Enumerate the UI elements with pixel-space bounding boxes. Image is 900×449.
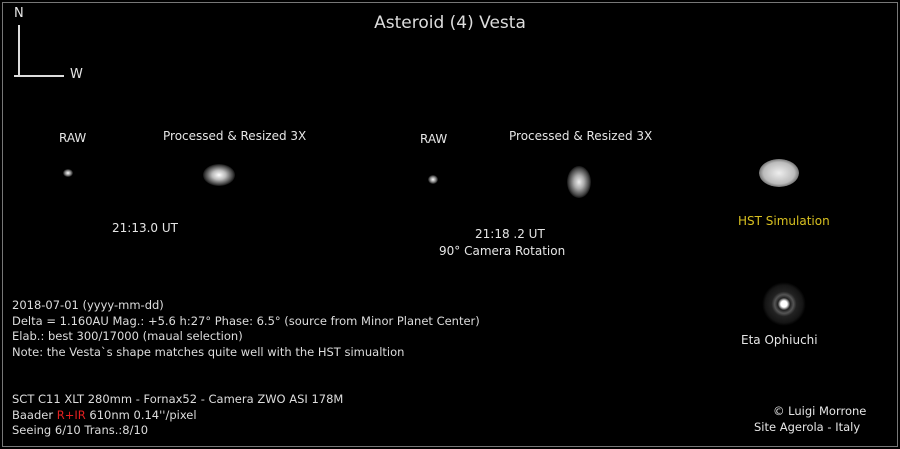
filter-name: R+IR — [56, 407, 86, 422]
star-image — [762, 282, 806, 326]
asteroid-processed-2 — [567, 166, 591, 198]
equipment-conditions: Seeing 6/10 Trans.:8/10 — [12, 423, 149, 437]
raw-label-1: RAW — [59, 131, 87, 145]
processed-label-2: Processed & Resized 3X — [509, 129, 653, 143]
asteroid-raw-2 — [428, 175, 438, 184]
rotation-note: 90° Camera Rotation — [439, 244, 566, 258]
asteroid-raw-1 — [63, 169, 73, 177]
equipment-filter: Baader R+IR 610nm 0.14''/pixel — [12, 407, 197, 422]
star-label: Eta Ophiuchi — [741, 333, 818, 347]
asteroid-processed-1 — [203, 164, 235, 186]
info-date: 2018-07-01 (yyyy-mm-dd) — [12, 298, 164, 312]
image-title: Asteroid (4) Vesta — [374, 13, 526, 33]
equipment-info: SCT C11 XLT 280mm - Fornax52 - Camera ZW… — [12, 392, 343, 439]
north-label: N — [14, 6, 24, 21]
equipment-telescope: SCT C11 XLT 280mm - Fornax52 - Camera ZW… — [12, 392, 344, 406]
info-processing: Elab.: best 300/17000 (maual selection) — [12, 329, 243, 343]
time-2: 21:18 .2 UT — [475, 227, 545, 241]
info-ephemeris: Delta = 1.160AU Mag.: +5.6 h:27° Phase: … — [12, 313, 480, 328]
observation-info: 2018-07-01 (yyyy-mm-dd) Delta = 1.160AU … — [12, 298, 480, 360]
west-label: W — [70, 67, 83, 82]
processed-label-1: Processed & Resized 3X — [163, 129, 307, 143]
time-1: 21:13.0 UT — [112, 221, 178, 235]
credit-site: Site Agerola - Italy — [754, 420, 861, 434]
raw-label-2: RAW — [420, 132, 448, 146]
credit-author: © Luigi Morrone — [773, 404, 867, 418]
hst-label: HST Simulation — [738, 214, 830, 228]
info-note: Note: the Vesta`s shape matches quite we… — [12, 344, 405, 359]
hst-vesta-image — [759, 159, 799, 187]
